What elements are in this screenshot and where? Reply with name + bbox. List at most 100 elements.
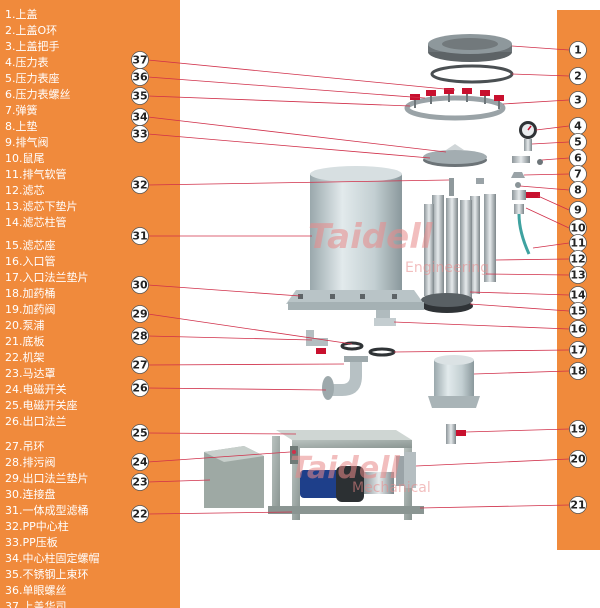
callout-line <box>419 504 570 509</box>
callout-left: 30 <box>131 276 149 294</box>
callout-line <box>525 207 570 229</box>
callout-line <box>519 185 570 191</box>
callout-bubble-circle <box>569 181 587 199</box>
legend-item: 26.出口法兰 <box>5 415 67 428</box>
callout-bubbles: 1234567891011121314151617181920213736353… <box>131 41 587 523</box>
callout-right: 13 <box>569 266 587 284</box>
callout-line <box>535 125 570 131</box>
callout-right: 2 <box>569 67 587 85</box>
part-cartridge-base <box>421 293 473 313</box>
callout-number: 4 <box>574 120 582 133</box>
callout-line <box>147 363 345 366</box>
callout-number: 34 <box>132 111 148 124</box>
callout-line <box>393 321 570 330</box>
watermark-brand-top: Taidell <box>308 217 434 257</box>
callout-bubble-circle <box>131 305 149 323</box>
callout-right: 21 <box>569 496 587 514</box>
callout-number: 33 <box>132 128 147 141</box>
callout-number: 15 <box>570 305 585 318</box>
callout-left: 37 <box>131 51 149 69</box>
callout-bubble-circle <box>569 91 587 109</box>
legend-item: 31.一体成型滤桶 <box>5 504 89 517</box>
part-pressure-gauge-assembly <box>511 121 543 188</box>
callout-number: 19 <box>570 423 585 436</box>
callout-right: 5 <box>569 133 587 151</box>
callout-bubble-circle <box>131 276 149 294</box>
callout-line <box>532 242 570 249</box>
part-motor-cover <box>204 446 264 508</box>
legend-item: 1.上盖 <box>5 8 38 21</box>
callout-line <box>531 141 570 145</box>
part-pp-press-plate <box>423 144 487 167</box>
callout-number: 3 <box>574 94 582 107</box>
legend-item: 6.压力表螺丝 <box>5 88 71 101</box>
callout-right: 11 <box>569 234 587 252</box>
callout-bubble-circle <box>569 320 587 338</box>
callout-right: 18 <box>569 362 587 380</box>
legend-item: 12.滤芯 <box>5 184 45 197</box>
legend-item: 4.压力表 <box>5 56 49 69</box>
callout-number: 20 <box>570 453 586 466</box>
callout-number: 23 <box>132 476 147 489</box>
part-filter-cartridges <box>424 178 496 300</box>
callout-line <box>523 173 570 176</box>
callout-line <box>147 116 447 153</box>
legend-item: 23.马达罩 <box>5 367 56 380</box>
legend-item: 21.底板 <box>5 335 45 348</box>
callout-line <box>147 432 297 435</box>
part-top-cover <box>428 34 512 62</box>
callout-line <box>485 273 570 276</box>
callout-bubble-circle <box>569 420 587 438</box>
callout-bubble-circle <box>131 356 149 374</box>
callout-bubble-circle <box>131 379 149 397</box>
callout-number: 35 <box>132 90 147 103</box>
legend-item: 36.单眼螺丝 <box>5 584 67 597</box>
legend-item: 35.不锈钢上束环 <box>5 568 89 581</box>
legend-item: 25.电磁开关座 <box>5 399 78 412</box>
callout-line <box>511 45 570 51</box>
legend-item: 5.压力表座 <box>5 72 60 85</box>
legend-item: 13.滤芯下垫片 <box>5 200 78 213</box>
callout-line <box>147 284 301 297</box>
callout-number: 26 <box>132 382 148 395</box>
part-top-cover-o-ring <box>430 64 514 84</box>
callout-right: 14 <box>569 286 587 304</box>
callout-line <box>469 303 570 312</box>
callout-bubble-circle <box>131 87 149 105</box>
legend-item: 10.鼠尾 <box>5 152 45 165</box>
callout-left: 24 <box>131 453 149 471</box>
callout-left: 22 <box>131 505 149 523</box>
callout-line <box>147 76 426 99</box>
callout-right: 10 <box>569 219 587 237</box>
part-clamp-ring-handles <box>404 88 506 121</box>
legend-item: 29.出口法兰垫片 <box>5 472 89 485</box>
callout-left: 32 <box>131 176 149 194</box>
callout-number: 29 <box>132 308 147 321</box>
callout-number: 37 <box>132 54 147 67</box>
callout-bubble-circle <box>131 125 149 143</box>
legend-item: 11.排气软管 <box>5 168 67 181</box>
callout-line <box>495 258 570 261</box>
callout-bubble-circle <box>131 473 149 491</box>
callout-bubble-circle <box>131 327 149 345</box>
callout-left: 29 <box>131 305 149 323</box>
legend-item: 22.机架 <box>5 351 45 364</box>
callout-line <box>147 511 293 515</box>
callout-line <box>465 428 570 433</box>
callout-left: 31 <box>131 227 149 245</box>
callout-right: 20 <box>569 450 587 468</box>
callout-number: 1 <box>574 44 582 57</box>
legend-item: 3.上盖把手 <box>5 40 60 53</box>
legend-item: 14.滤芯柱管 <box>5 216 67 229</box>
callout-number: 13 <box>570 269 585 282</box>
callout-line <box>537 195 570 211</box>
callout-line <box>147 95 411 107</box>
callout-line <box>415 458 570 467</box>
callout-line <box>393 349 570 353</box>
legend-item: 17.入口法兰垫片 <box>5 271 89 284</box>
legend-item: 27.吊环 <box>5 440 45 453</box>
part-frame-and-pump <box>268 430 424 520</box>
legend-item: 8.上垫 <box>5 120 38 133</box>
callout-right: 17 <box>569 341 587 359</box>
callout-bubble-circle <box>569 496 587 514</box>
